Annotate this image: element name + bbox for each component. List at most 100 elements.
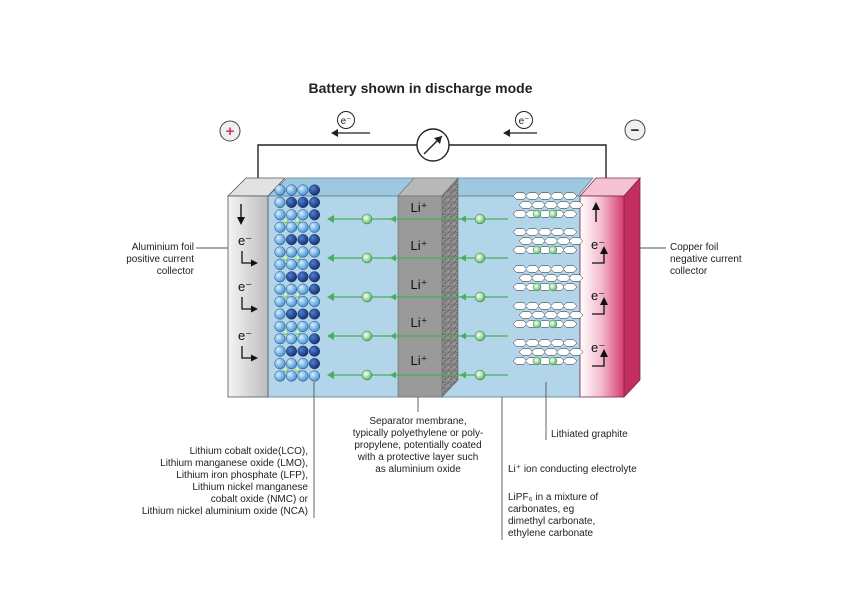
electron-bent-arrowhead <box>600 349 608 357</box>
ion-path-arrowhead <box>327 293 334 301</box>
cathode-particle <box>297 209 309 221</box>
graphite-hexagon <box>556 237 571 245</box>
copper-foil-label: Copper foil negative current collector <box>670 242 742 278</box>
cathode-particle <box>309 358 321 370</box>
separator-label: Separator membrane, typically polyethyle… <box>338 416 498 476</box>
ion-path-arrowhead <box>390 293 396 301</box>
lithium-ion <box>361 252 373 264</box>
cathode-particle <box>297 345 309 357</box>
intercalated-ion <box>283 329 289 335</box>
cathode-particle <box>309 296 321 308</box>
graphite-hexagon <box>512 228 528 236</box>
electron-bent-arrowhead <box>600 246 608 254</box>
ion-path-arrowhead <box>327 215 334 223</box>
cathode-particle <box>274 296 286 308</box>
cathode-particle <box>286 234 298 246</box>
cathode-particle <box>274 320 286 332</box>
ion-path-arrowhead <box>390 215 396 223</box>
separator-ion-label: Li⁺ <box>411 238 428 253</box>
cathode-layer <box>274 184 321 382</box>
electron-symbol-left: e⁻ <box>238 279 252 294</box>
electron-symbol-right: e⁻ <box>591 237 605 252</box>
electron-bent-arrowhead <box>600 297 608 305</box>
cathode-line-6: Lithium nickel aluminium oxide (NCA) <box>141 506 308 517</box>
cathode-particle <box>274 271 286 283</box>
cathode-particle <box>274 358 286 370</box>
cathode-particle <box>286 320 298 332</box>
electron-symbol-right: e⁻ <box>591 340 605 355</box>
negative-terminal-sign: − <box>631 122 640 139</box>
copper-foil-collector <box>579 195 625 398</box>
lithiated-ion <box>548 282 558 292</box>
cathode-particle <box>297 308 309 320</box>
ion-path-arrowhead <box>327 254 334 262</box>
lithium-ion <box>474 213 486 225</box>
cathode-particle <box>309 209 321 221</box>
graphite-hexagon <box>512 246 528 254</box>
cathode-particle <box>297 234 309 246</box>
cathode-particle <box>274 258 286 270</box>
graphite-hexagon <box>550 192 565 200</box>
graphite-hexagon <box>531 348 546 356</box>
intercalated-ion <box>283 255 289 261</box>
cathode-particle <box>286 221 298 233</box>
graphite-hexagon <box>512 357 528 365</box>
aluminium-foil-line-1: Aluminium foil <box>131 242 194 253</box>
cathode-particle <box>286 184 298 196</box>
graphite-hexagon <box>512 320 528 328</box>
cathode-particle <box>297 283 309 295</box>
graphite-hexagon <box>568 201 584 209</box>
graphite-hexagon <box>550 302 565 310</box>
cathode-particle <box>274 184 286 196</box>
separator-ion-labels: Li⁺ Li⁺ Li⁺ Li⁺ Li⁺ <box>411 200 428 368</box>
cathode-particle <box>297 271 309 283</box>
intercalated-ion <box>295 367 301 373</box>
graphite-hexagon <box>556 311 571 319</box>
electrolyte-title: Li⁺ ion conducting electrolyte <box>508 464 637 475</box>
separator-ion-label: Li⁺ <box>411 200 428 215</box>
cathode-particle <box>286 370 298 382</box>
graphite-hexagon <box>550 228 565 236</box>
cathode-particle <box>297 370 309 382</box>
graphite-hexagon <box>531 201 546 209</box>
separator-line-5: as aluminium oxide <box>375 464 461 475</box>
cathode-particle <box>309 184 321 196</box>
separator-ion-label: Li⁺ <box>411 353 428 368</box>
graphite-hexagon <box>512 265 528 273</box>
graphite-hexagon <box>525 265 540 273</box>
graphite-hexagon <box>525 339 540 347</box>
aluminium-foil-line-2: positive current <box>126 254 194 265</box>
electron-up-arrowhead <box>592 202 600 210</box>
cathode-particle <box>274 283 286 295</box>
electrolyte-desc-line-2: carbonates, eg <box>508 504 575 515</box>
graphite-hexagon <box>518 311 534 319</box>
copper-foil-line-2: negative current <box>670 254 742 265</box>
lithiated-graphite-label: Lithiated graphite <box>551 429 628 440</box>
graphite-hexagon <box>525 228 540 236</box>
cathode-line-2: Lithium manganese oxide (LMO), <box>160 458 308 469</box>
graphite-hexagon <box>568 237 584 245</box>
cathode-particle <box>286 246 298 258</box>
graphite-hexagon <box>512 192 528 200</box>
graphite-hexagon <box>562 320 578 328</box>
cathode-particle <box>297 296 309 308</box>
ion-flow <box>327 213 508 381</box>
cathode-particle <box>286 196 298 208</box>
graphite-hexagon <box>518 274 534 282</box>
cathode-particle <box>309 258 321 270</box>
electron-badge-left-text: e⁻ <box>341 116 352 127</box>
intercalated-ion <box>283 218 289 224</box>
electron-bent-arrow <box>241 346 254 359</box>
graphite-hexagon <box>556 201 571 209</box>
separator-ion-label: Li⁺ <box>411 277 428 292</box>
graphite-hexagon <box>543 274 559 282</box>
separator-ion-label: Li⁺ <box>411 315 428 330</box>
graphite-hexagon <box>531 274 546 282</box>
cathode-particle <box>309 283 321 295</box>
aluminium-foil-line-3: collector <box>156 266 194 277</box>
cathode-particle <box>274 221 286 233</box>
graphite-anode <box>512 192 584 366</box>
graphite-hexagon <box>562 265 578 273</box>
positive-terminal-sign: + <box>226 123 235 140</box>
